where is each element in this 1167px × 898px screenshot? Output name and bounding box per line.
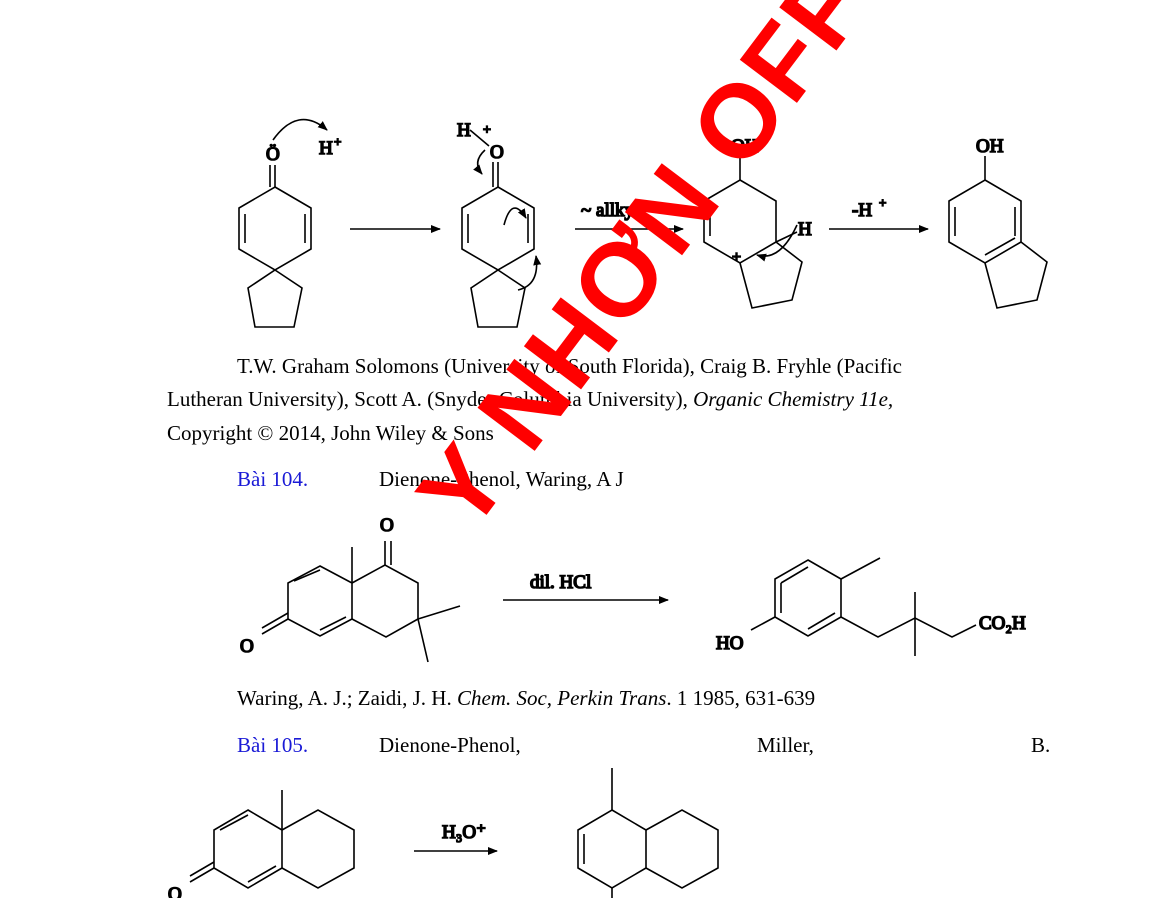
- ketone-oxygen-top: O: [380, 515, 394, 536]
- bicyclic-dienone-structure: [261, 541, 461, 663]
- problem-104-number[interactable]: Bài 104.: [237, 467, 309, 491]
- curved-arrow-ring: [503, 207, 527, 226]
- citation-2-journal: Chem. Soc, Perkin Trans: [456, 686, 667, 710]
- citation-line-3: Copyright © 2014, John Wiley & Sons: [167, 421, 494, 445]
- citation-line-2-text: Lutheran University), Scott A. (Snyder C…: [167, 387, 694, 411]
- problem-105-number[interactable]: Bài 105.: [237, 733, 309, 757]
- citation-2-authors: Waring, A. J.; Zaidi, J. H.: [237, 686, 457, 710]
- proton-label: H: [319, 138, 333, 159]
- problem-105-title-part1: Dienone-Phenol,: [379, 733, 521, 757]
- problem-104-title: Dienone-Phenol, Waring, A J: [379, 467, 624, 491]
- carbocation-charge: +: [732, 249, 741, 266]
- hydroxyl-label-1: OH: [731, 136, 759, 157]
- problem-105-title-part3: B.: [1031, 733, 1051, 757]
- step3-charge: +: [879, 195, 886, 210]
- phenolic-acid-product-structure: [750, 557, 977, 656]
- product-hydroxyl-label: HO: [716, 633, 743, 654]
- oxygen-lone-pair-label: Ö: [266, 144, 280, 165]
- tetrahydronaphthalene-product-structure: [577, 768, 719, 898]
- protonated-dienone-structure: [461, 129, 535, 328]
- proton-charge: +: [334, 134, 341, 149]
- citation-book-title: Organic Chemistry 11e,: [693, 387, 894, 411]
- reagent-hydronium: H₃O⁺: [442, 822, 486, 843]
- curved-arrow-protonation: [272, 118, 328, 141]
- reagent-dil-hcl: dil. HCl: [530, 572, 591, 593]
- step2-label: ~ allkyl: [581, 200, 639, 221]
- curved-arrow-deprotonation: [756, 224, 798, 262]
- octalone-structure: [189, 790, 355, 889]
- citation-2: Waring, A. J.; Zaidi, J. H. Chem. Soc, P…: [237, 682, 815, 715]
- oxonium-h-label: H: [457, 120, 471, 141]
- phenol-product-structure: [948, 156, 1048, 309]
- citation-2-details: . 1 1985, 631-639: [666, 686, 816, 710]
- hydroxyl-label-2: OH: [976, 136, 1004, 157]
- step3-label: -H: [852, 200, 872, 221]
- citation-line-1: T.W. Graham Solomons (University of Sout…: [237, 354, 902, 378]
- ketone-oxygen-left: O: [240, 636, 254, 657]
- oxonium-o-label: O: [490, 142, 504, 163]
- spirodienone-structure: [238, 165, 312, 328]
- carboxylic-acid-label: CO₂H: [979, 613, 1026, 634]
- oxonium-charge: +: [483, 123, 491, 138]
- problem-105-title-part2: Miller,: [757, 733, 814, 757]
- citation-line-2: Lutheran University), Scott A. (Snyder C…: [167, 383, 893, 416]
- migrating-h-label: H: [798, 219, 812, 240]
- curved-arrow-migration: [517, 255, 542, 291]
- curved-arrow-oxonium: [473, 149, 486, 175]
- octalone-ketone-oxygen: O: [168, 884, 182, 898]
